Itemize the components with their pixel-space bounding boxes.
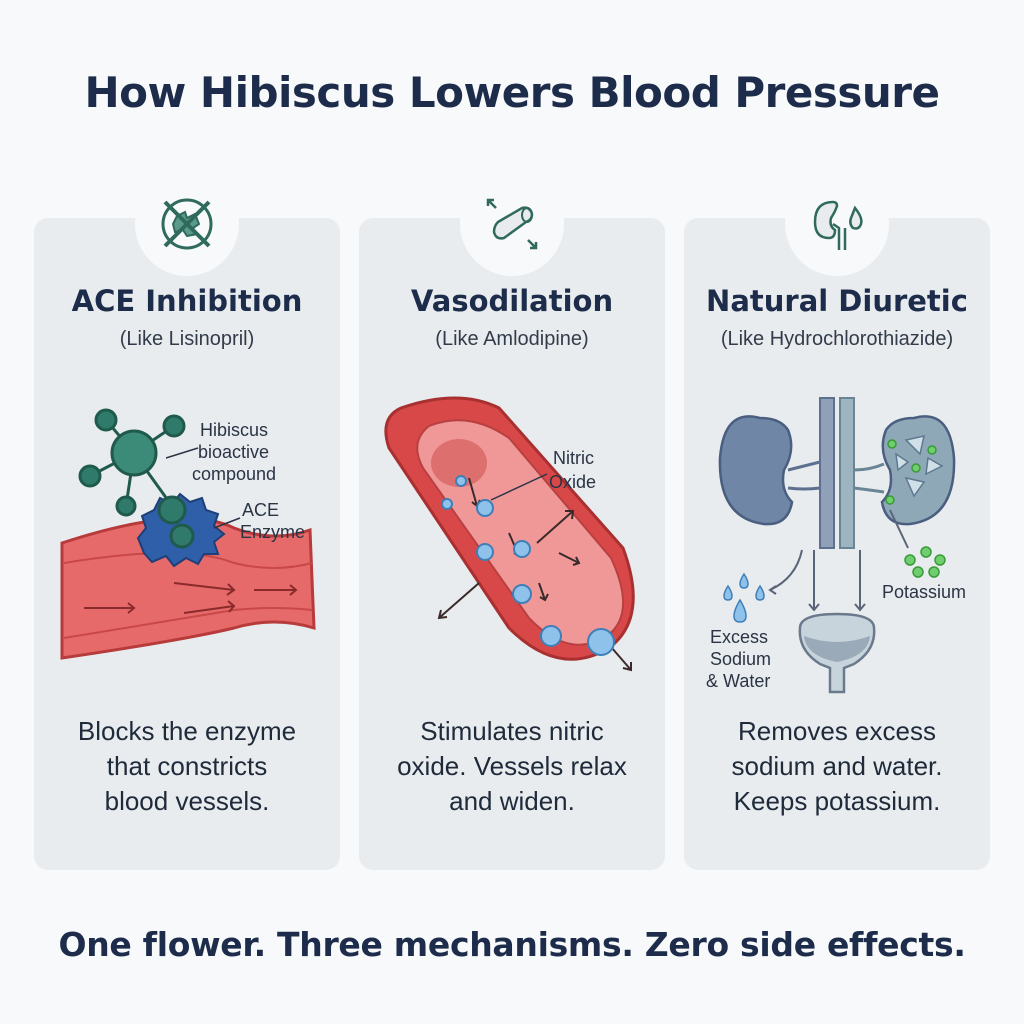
kidney-droplet-icon — [813, 200, 863, 250]
desc-line: sodium and water. — [731, 751, 943, 781]
card-title: ACE Inhibition — [71, 284, 303, 318]
card-ace-inhibition: ACE Inhibition (Like Lisinopril) — [34, 172, 340, 870]
hibiscus-compound — [78, 408, 195, 549]
icon-badge — [785, 172, 889, 276]
water-drops — [723, 572, 765, 623]
label-compound: compound — [192, 464, 276, 484]
desc-line: that constricts — [106, 751, 268, 781]
label-enzyme: Enzyme — [240, 522, 305, 542]
label-oxide: Oxide — [549, 472, 596, 492]
card-description: Removes excess sodium and water. Keeps p… — [700, 714, 974, 819]
label-bioactive: bioactive — [198, 442, 269, 462]
desc-line: Removes excess — [738, 716, 936, 746]
label-sodium: Sodium — [710, 649, 771, 669]
card-description: Stimulates nitric oxide. Vessels relax a… — [375, 714, 649, 819]
label-hibiscus: Hibiscus — [200, 420, 268, 440]
page-title: How Hibiscus Lowers Blood Pressure — [84, 68, 940, 117]
desc-line: blood vessels. — [104, 786, 270, 816]
label-nitric: Nitric — [553, 448, 594, 468]
card-subtitle: (Like Lisinopril) — [119, 328, 255, 350]
left-kidney — [718, 415, 794, 526]
label-and-water: & Water — [706, 671, 770, 691]
desc-line: Blocks the enzyme — [77, 716, 297, 746]
card-description: Blocks the enzyme that constricts blood … — [50, 714, 324, 819]
footer-tagline: One flower. Three mechanisms. Zero side … — [58, 925, 966, 964]
potassium-dots — [904, 546, 946, 578]
desc-line: and widen. — [449, 786, 575, 816]
icon-badge — [135, 172, 239, 276]
label-excess: Excess — [710, 627, 768, 647]
desc-line: Keeps potassium. — [733, 786, 941, 816]
label-potassium: Potassium — [882, 582, 966, 602]
crossed-out-enzyme-icon — [161, 198, 213, 250]
vasodilation-illustration: Nitric Oxide — [359, 378, 665, 708]
card-title: Natural Diuretic — [706, 284, 968, 318]
ace-illustration: Hibiscus bioactive compound ACE Enzyme — [34, 378, 340, 708]
card-subtitle: (Like Amlodipine) — [435, 328, 589, 350]
label-ace: ACE — [242, 500, 279, 520]
desc-line: Stimulates nitric — [420, 716, 604, 746]
expanding-vessel-icon — [486, 198, 538, 250]
nitric-oxide-bubbles — [441, 475, 615, 656]
diuretic-illustration: Excess Sodium & Water Potassium — [684, 378, 990, 708]
card-vasodilation: Vasodilation (Like Amlodipine) — [359, 172, 665, 870]
card-title: Vasodilation — [410, 284, 614, 318]
card-natural-diuretic: Natural Diuretic (Like Hydrochlorothiazi… — [684, 172, 990, 870]
card-subtitle: (Like Hydrochlorothiazide) — [720, 328, 954, 350]
desc-line: oxide. Vessels relax — [397, 751, 627, 781]
icon-badge — [460, 172, 564, 276]
